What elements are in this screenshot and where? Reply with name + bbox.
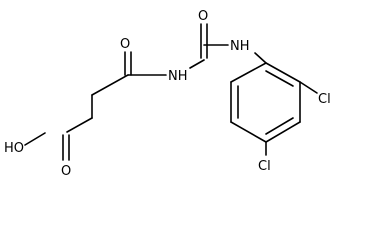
ring-bond-4 bbox=[230, 121, 267, 143]
atom-label-ho: HO bbox=[4, 141, 24, 156]
atom-label-aryl-nh: NH bbox=[230, 39, 250, 54]
bond-ho-c bbox=[24, 132, 46, 146]
structure-canvas: HO O O NH O NH Cl Cl bbox=[4, 9, 331, 179]
bond-ch2-ch2-right bbox=[91, 74, 129, 96]
bond-acid-c-ch2 bbox=[66, 117, 93, 133]
ring-bond-3 bbox=[265, 121, 301, 143]
bond-nh-urea-c bbox=[189, 59, 205, 69]
molecule-structure: HO O O NH O NH Cl Cl bbox=[4, 9, 331, 179]
ring-double-bond-b bbox=[265, 117, 294, 135]
atom-label-acid-o: O bbox=[61, 164, 71, 179]
atom-label-urea-o: O bbox=[198, 9, 208, 24]
atom-label-imide-nh: NH bbox=[168, 69, 188, 84]
atom-label-imide-o: O bbox=[120, 37, 130, 52]
bond-ring-cl-meta bbox=[299, 81, 318, 94]
ring-double-bond-a bbox=[265, 70, 294, 87]
bond-nh-aryl bbox=[254, 52, 267, 64]
atom-label-cl-para: Cl bbox=[258, 159, 271, 174]
ring-bond-1 bbox=[265, 62, 301, 83]
atom-label-cl-meta: Cl bbox=[318, 92, 331, 107]
ring-bond-6 bbox=[230, 62, 267, 83]
